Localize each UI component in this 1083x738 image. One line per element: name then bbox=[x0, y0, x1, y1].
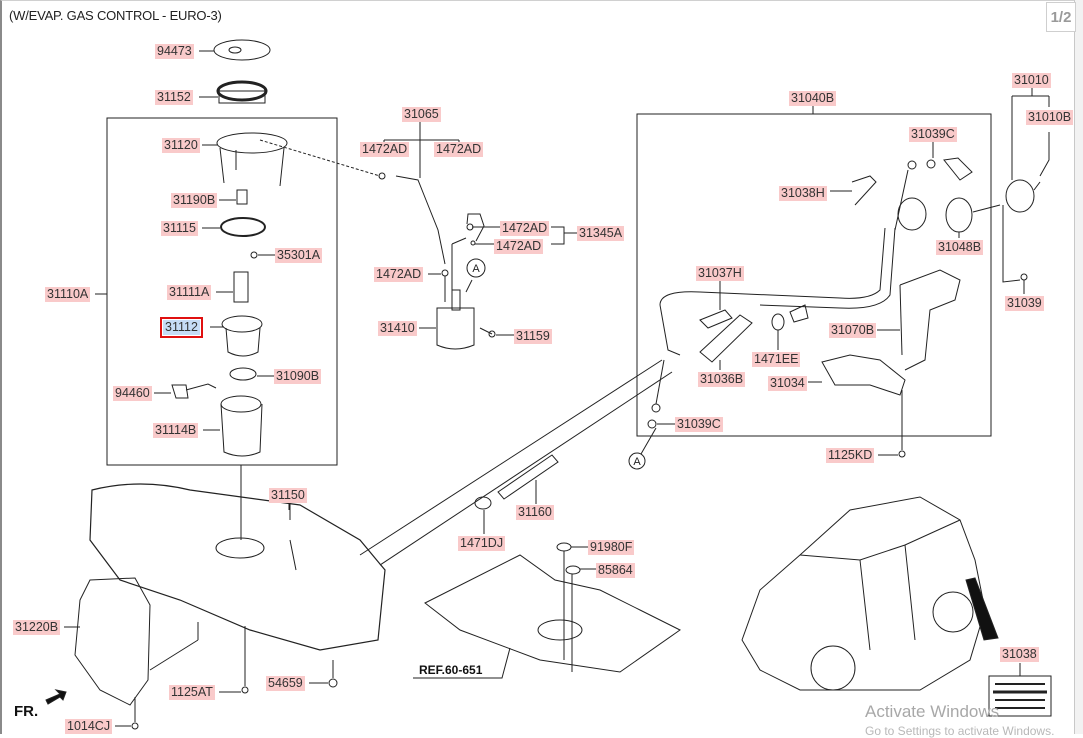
marker-a-lower-label: A bbox=[633, 456, 641, 468]
part-label-54659[interactable]: 54659 bbox=[266, 676, 305, 691]
part-label-1471EE[interactable]: 1471EE bbox=[752, 352, 801, 367]
page-indicator[interactable]: 1/2 bbox=[1046, 2, 1076, 32]
diagram-title: (W/EVAP. GAS CONTROL - EURO-3) bbox=[9, 8, 222, 23]
part-label-1472AD[interactable]: 1472AD bbox=[500, 221, 550, 236]
part-label-85864[interactable]: 85864 bbox=[596, 563, 635, 578]
part-label-31345A[interactable]: 31345A bbox=[577, 226, 625, 241]
marker-a-lower bbox=[628, 452, 646, 470]
marker-a-upper bbox=[466, 258, 486, 278]
part-label-91980F[interactable]: 91980F bbox=[588, 540, 635, 555]
filler-neck-assembly-box bbox=[636, 113, 992, 437]
part-label-31110A[interactable]: 31110A bbox=[45, 287, 91, 302]
part-label-31038[interactable]: 31038 bbox=[1000, 647, 1039, 662]
part-label-31010[interactable]: 31010 bbox=[1012, 73, 1051, 88]
part-label-31410[interactable]: 31410 bbox=[378, 321, 417, 336]
part-label-31039C[interactable]: 31039C bbox=[909, 127, 957, 142]
part-label-35301A[interactable]: 35301A bbox=[275, 248, 323, 263]
part-label-31038H[interactable]: 31038H bbox=[779, 186, 827, 201]
reference-link[interactable]: REF.60-651 bbox=[419, 663, 483, 677]
part-label-94473[interactable]: 94473 bbox=[155, 44, 194, 59]
part-label-31040B[interactable]: 31040B bbox=[789, 91, 837, 106]
part-label-1472AD[interactable]: 1472AD bbox=[494, 239, 544, 254]
part-label-31111A[interactable]: 31111A bbox=[167, 285, 212, 300]
activation-watermark-subtext: Go to Settings to activate Windows. bbox=[865, 724, 1055, 738]
activation-watermark: Activate Windows bbox=[865, 702, 1000, 721]
marker-a-upper-label: A bbox=[472, 263, 480, 275]
part-label-31159[interactable]: 31159 bbox=[514, 329, 552, 344]
part-label-31010B[interactable]: 31010B bbox=[1026, 110, 1074, 125]
part-label-31150[interactable]: 31150 bbox=[269, 488, 307, 503]
part-label-31190B[interactable]: 31190B bbox=[171, 193, 218, 208]
part-label-1014CJ[interactable]: 1014CJ bbox=[65, 719, 113, 734]
part-label-1472AD[interactable]: 1472AD bbox=[374, 267, 424, 282]
part-label-31034[interactable]: 31034 bbox=[768, 376, 807, 391]
part-label-94460[interactable]: 94460 bbox=[113, 386, 152, 401]
part-label-31112-selected[interactable]: 31112 bbox=[160, 317, 203, 338]
part-label-31152[interactable]: 31152 bbox=[155, 90, 193, 105]
part-label-31065[interactable]: 31065 bbox=[402, 107, 441, 122]
part-label-31070B[interactable]: 31070B bbox=[829, 323, 877, 338]
part-label-31220B[interactable]: 31220B bbox=[13, 620, 61, 635]
part-label-31114B[interactable]: 31114B bbox=[153, 423, 199, 438]
vertical-scrollbar[interactable] bbox=[1074, 0, 1083, 734]
part-label-31037H[interactable]: 31037H bbox=[696, 266, 744, 281]
part-label-1125KD[interactable]: 1125KD bbox=[826, 448, 875, 463]
part-label-31120[interactable]: 31120 bbox=[162, 138, 200, 153]
part-label-1125AT[interactable]: 1125AT bbox=[169, 685, 215, 700]
front-direction-label: FR. bbox=[14, 703, 39, 720]
part-label-31039C[interactable]: 31039C bbox=[675, 417, 723, 432]
part-label-1472AD[interactable]: 1472AD bbox=[434, 142, 484, 157]
part-label-31115[interactable]: 31115 bbox=[161, 221, 198, 236]
part-label-1471DJ[interactable]: 1471DJ bbox=[458, 536, 506, 551]
part-label-1472AD[interactable]: 1472AD bbox=[360, 142, 410, 157]
part-94473-plate bbox=[213, 39, 271, 61]
part-label-31160[interactable]: 31160 bbox=[516, 505, 554, 520]
part-label-31039[interactable]: 31039 bbox=[1005, 296, 1044, 311]
part-label-31036B[interactable]: 31036B bbox=[698, 372, 746, 387]
part-label-31090B[interactable]: 31090B bbox=[274, 369, 322, 384]
part-label-31048B[interactable]: 31048B bbox=[936, 240, 984, 255]
